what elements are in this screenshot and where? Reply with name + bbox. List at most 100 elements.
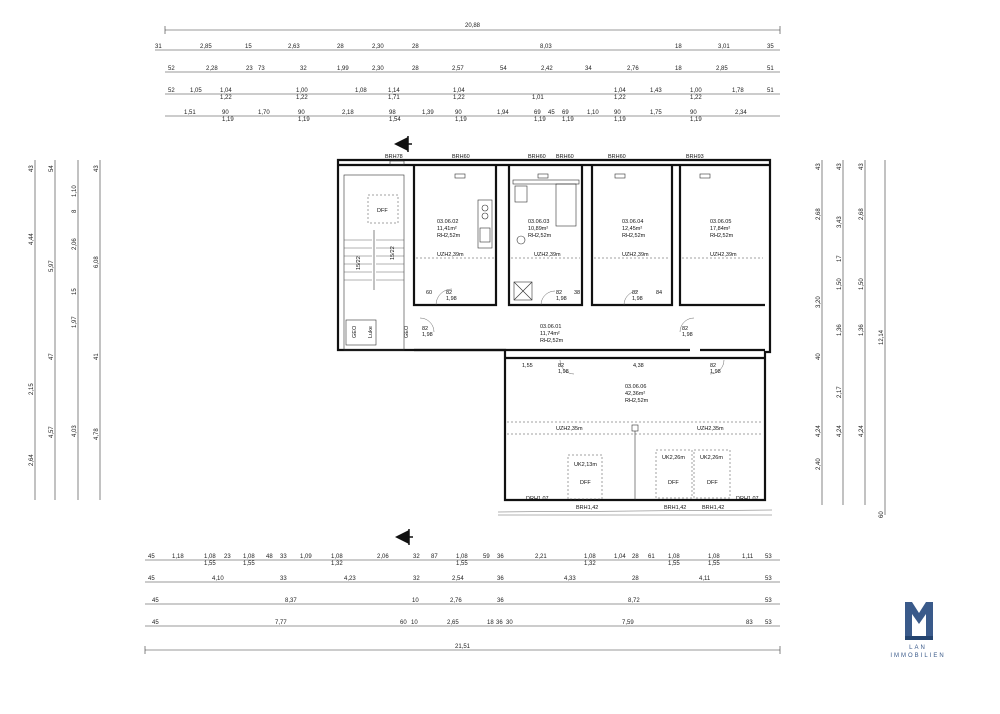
big-198-l: 1,98: [558, 369, 569, 375]
stair-dim-label-2: 15/22: [390, 246, 396, 260]
dim-left-mid-2: 47: [49, 353, 55, 360]
dim-left-in-2: 41: [94, 353, 100, 360]
brh142-b: BRH1,42: [664, 505, 686, 511]
dim-top-r3-2: 1,04: [220, 88, 232, 94]
dim-bot-r3-0: 45: [152, 598, 159, 604]
dim-top-r3-25: 1,01: [532, 95, 544, 101]
room-06-area: 42,36m²: [625, 391, 645, 397]
section-arrow-top: [394, 137, 408, 151]
dim-top-r4-16: 69: [562, 110, 569, 116]
dim-top-r2-1: 2,28: [206, 66, 218, 72]
dim-right-c1-0: 43: [816, 163, 822, 170]
dim-top-r4-15: 45: [548, 110, 555, 116]
room-02-uzh: UZH2,39m: [437, 252, 464, 258]
door-198-d: 1,98: [422, 332, 433, 338]
dim-right-c2-3: 1,50: [837, 278, 843, 290]
door-198-c: 1,98: [632, 296, 643, 302]
dim-bot-r3-2: 10: [412, 598, 419, 604]
dim-top-r4-10: 90: [455, 110, 462, 116]
dim-bot-r1-12: 2,06: [377, 554, 389, 560]
dim-bot-r1-15: 1,08: [456, 554, 468, 560]
dim-left-outer-2: 2,15: [29, 383, 35, 395]
dim-bot-r4-3: 10: [411, 620, 418, 626]
dim-left-outer-3: 2,64: [29, 454, 35, 466]
uzh235-right: UZH2,35m: [697, 426, 724, 432]
room-06-id: 03.06.06: [625, 384, 646, 390]
door-swings: [419, 288, 725, 375]
dim-right-c2-2: 17: [837, 255, 843, 262]
door-82-a: 82: [446, 290, 452, 296]
dim-bot-r1-1: 1,18: [172, 554, 184, 560]
dim-top-r4-13: 69: [534, 110, 541, 116]
dim-top-r4-21: 1,75: [650, 110, 662, 116]
dim-bot-r2-3: 4,23: [344, 576, 356, 582]
dim-bot-r1-13: 32: [413, 554, 420, 560]
brand-line2: IMMOBILIEN: [890, 653, 946, 659]
dim-top-r4-7: 98: [389, 110, 396, 116]
dim-top-r3-15: 1,71: [388, 95, 400, 101]
dim-top-r1-5: 2,30: [372, 44, 384, 50]
dim-bot-r4-5: 18: [487, 620, 494, 626]
dim-bot-r1-8: 33: [280, 554, 287, 560]
dim-top-r4-14: 1,19: [534, 117, 546, 123]
dim-bot-r1-19: 2,21: [535, 554, 547, 560]
brh142-a: BRH1,42: [576, 505, 598, 511]
room-04-rh: RH2,52m: [622, 233, 646, 239]
uk226-a: UK2,26m: [662, 455, 685, 461]
dim-top-r4-24: 2,34: [735, 110, 747, 116]
dim-left-in-0: 43: [94, 165, 100, 172]
uzh235-left: UZH2,35m: [556, 426, 583, 432]
dim-top-r3-39: 1,78: [732, 88, 744, 94]
room-03-uzh: UZH2,39m: [534, 252, 561, 258]
dim-bot-r2-7: 4,33: [564, 576, 576, 582]
left-dimension-chains: 43 4,44 2,15 2,64 54 5,97 47 4,57 1,10 8…: [29, 160, 101, 500]
big-198-r: 1,98: [710, 369, 721, 375]
dim-top-r4-1: 90: [222, 110, 229, 116]
floor-plan: 20,88 31 2,85 15 2,63 28 2,30 28 8,03 18…: [29, 23, 933, 654]
uk226-b: UK2,26m: [700, 455, 723, 461]
dim-left-in-3: 4,03: [72, 425, 78, 437]
dim-top-r2-13: 2,76: [627, 66, 639, 72]
dim-top-r1-10: 35: [767, 44, 774, 50]
dim-top-r4-23: 1,19: [690, 117, 702, 123]
room-01-rh: RH2,52m: [540, 338, 564, 344]
dim-bot-r2-0: 45: [148, 576, 155, 582]
dim-top-r3-0: 52: [168, 88, 175, 94]
fixtures: [477, 179, 580, 301]
dim-bot-r1-18: 36: [497, 554, 504, 560]
dim-left-m2-1: 8: [72, 209, 78, 213]
big-155: 1,55: [522, 363, 533, 369]
room-04-id: 03.06.04: [622, 219, 643, 225]
dim-top-r3-34: 1,43: [650, 88, 662, 94]
dim-top-r4-19: 90: [614, 110, 621, 116]
window-brh60-room4: BRH60: [608, 154, 626, 160]
dim-left-m2-0: 1,10: [72, 185, 78, 197]
dim-bot-r1-16: 1,55: [456, 561, 468, 567]
dim-bot-r2-10: 53: [765, 576, 772, 582]
big-82-r: 82: [710, 363, 716, 369]
dim-top-r4-17: 1,19: [562, 117, 574, 123]
dim-left-m2-3: 15: [72, 288, 78, 295]
dim-top-r1-9: 3,01: [718, 44, 730, 50]
dim-top-r4-18: 1,10: [587, 110, 599, 116]
dim-bot-r1-7: 48: [266, 554, 273, 560]
room-02-id: 03.06.02: [437, 219, 458, 225]
dim-top-r3-13: 1,08: [355, 88, 367, 94]
dim-top-r4-12: 1,94: [497, 110, 509, 116]
dim-top-r3-1: 1,05: [190, 88, 202, 94]
dim-top-r2-7: 2,30: [372, 66, 384, 72]
dim-bot-r4-6: 36: [496, 620, 503, 626]
window-brh60-room2: BRH60: [452, 154, 470, 160]
door-60: 60: [426, 290, 432, 296]
dim-left-in-4: 4,78: [94, 428, 100, 440]
dff-a: DFF: [580, 480, 591, 486]
dim-right-c1-2: 3,20: [816, 296, 822, 308]
room-06-rh: RH2,52m: [625, 398, 649, 404]
room-02-area: 11,41m²: [437, 226, 457, 232]
room-03-area: 10,89m²: [528, 226, 548, 232]
dim-bot-total: 21,51: [455, 644, 471, 650]
dim-bot-r1-24: 61: [648, 554, 655, 560]
dim-top-r1-0: 31: [155, 44, 162, 50]
room-05-area: 17,84m²: [710, 226, 730, 232]
dim-left-mid-1: 5,97: [49, 260, 55, 272]
